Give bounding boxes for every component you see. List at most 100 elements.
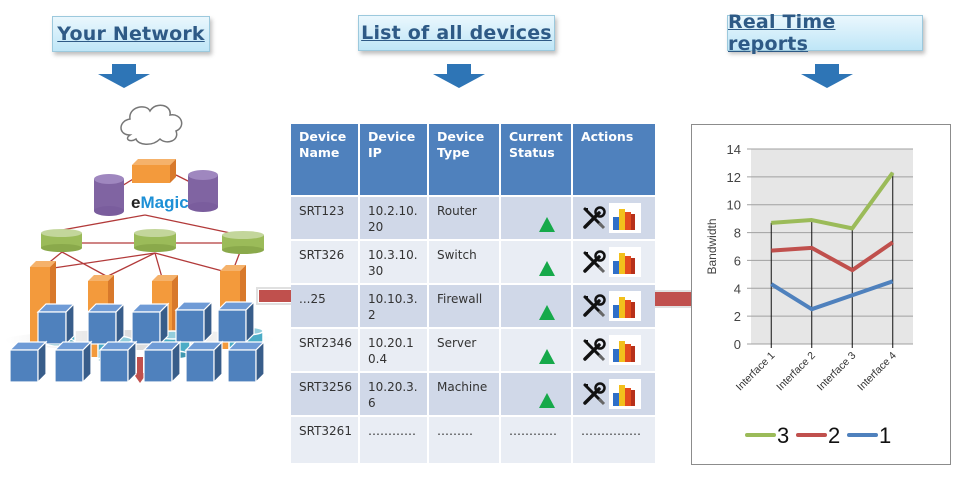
device-ip-cell: 10.2.10.20 xyxy=(359,195,429,240)
endpoint-cube-icon xyxy=(184,340,224,384)
gateway-box-icon xyxy=(132,159,176,183)
endpoint-cube-icon xyxy=(53,340,93,384)
endpoint-cube-icon xyxy=(86,302,126,346)
actions-cell xyxy=(572,327,655,372)
heading-list-of-devices-text: List of all devices xyxy=(361,22,552,44)
database-icon xyxy=(94,174,124,216)
status-cell xyxy=(500,327,573,372)
y-tick-label: 2 xyxy=(734,309,741,324)
endpoint-cube-icon xyxy=(130,302,170,346)
actions-cell xyxy=(572,283,655,328)
database-icon xyxy=(188,170,218,212)
column-header-actions[interactable]: Actions xyxy=(572,124,655,196)
emagic-logo: eMagic xyxy=(131,193,189,212)
actions-cell xyxy=(572,239,655,284)
report-chart-icon[interactable] xyxy=(609,291,641,321)
status-up-icon xyxy=(539,261,555,276)
status-up-icon xyxy=(539,349,555,364)
device-ip-cell: ………… xyxy=(359,415,429,463)
y-tick-label: 10 xyxy=(727,198,741,213)
arrow-down-icon xyxy=(433,64,485,88)
report-chart-icon[interactable] xyxy=(609,247,641,277)
device-type-cell: Server xyxy=(428,327,501,372)
y-tick-label: 12 xyxy=(727,170,741,185)
status-up-icon xyxy=(539,217,555,232)
endpoint-cube-icon xyxy=(8,340,48,384)
heading-real-time-reports-text: Real Time reports xyxy=(728,11,836,55)
device-type-cell: Switch xyxy=(428,239,501,284)
heading-your-network[interactable]: Your Network xyxy=(52,16,210,52)
y-tick-label: 6 xyxy=(734,253,741,268)
legend-label-1: 1 xyxy=(879,423,891,448)
endpoint-cube-icon xyxy=(216,300,256,344)
status-cell: ………… xyxy=(500,415,573,463)
device-name-cell: SRT326 xyxy=(291,239,360,284)
switch-icon xyxy=(134,229,176,252)
report-chart-icon[interactable] xyxy=(609,335,641,365)
legend-label-3: 3 xyxy=(777,423,789,448)
settings-tools-icon[interactable] xyxy=(581,337,607,363)
arrow-down-icon xyxy=(801,64,853,88)
status-cell xyxy=(500,239,573,284)
cloud-icon xyxy=(120,104,183,145)
legend-label-2: 2 xyxy=(828,423,840,448)
settings-tools-icon[interactable] xyxy=(581,249,607,275)
endpoint-cube-icon xyxy=(36,302,76,346)
device-ip-cell: 10.3.10.30 xyxy=(359,239,429,284)
actions-cell xyxy=(572,371,655,416)
endpoint-cube-icon xyxy=(174,300,214,344)
heading-your-network-text: Your Network xyxy=(57,23,205,45)
settings-tools-icon[interactable] xyxy=(581,381,607,407)
endpoint-cube-icon xyxy=(142,340,182,384)
x-tick-label: Interface 2 xyxy=(774,350,818,394)
y-tick-label: 14 xyxy=(727,142,741,157)
settings-tools-icon[interactable] xyxy=(581,205,607,231)
device-name-cell: SRT2346 xyxy=(291,327,360,372)
report-chart-icon[interactable] xyxy=(609,203,641,233)
series-line-3 xyxy=(771,171,895,231)
heading-list-of-devices[interactable]: List of all devices xyxy=(358,15,555,51)
report-chart-icon[interactable] xyxy=(609,379,641,409)
x-tick-label: Interface 1 xyxy=(734,350,778,394)
device-type-cell: Firewall xyxy=(428,283,501,328)
switch-icon xyxy=(41,229,82,252)
settings-tools-icon[interactable] xyxy=(581,293,607,319)
table-row[interactable]: SRT3261………………………………………… xyxy=(291,415,655,463)
y-tick-label: 4 xyxy=(734,281,741,296)
network-links xyxy=(39,174,241,282)
x-tick-label: Interface 4 xyxy=(855,350,899,394)
device-type-cell: Machine xyxy=(428,371,501,416)
device-name-cell: ...25 xyxy=(291,283,360,328)
actions-cell xyxy=(572,195,655,240)
series-line-1 xyxy=(770,279,894,312)
device-ip-cell: 10.10.3.2 xyxy=(359,283,429,328)
actions-cell: …………… xyxy=(572,415,655,463)
device-name-cell: SRT3261 xyxy=(291,415,360,463)
arrow-down-icon xyxy=(98,64,150,88)
status-up-icon xyxy=(539,305,555,320)
device-name-cell: SRT3256 xyxy=(291,371,360,416)
endpoint-cube-icon xyxy=(98,340,138,384)
status-up-icon xyxy=(539,393,555,408)
heading-real-time-reports[interactable]: Real Time reports xyxy=(727,11,923,55)
endpoint-cube-icon xyxy=(226,340,266,384)
status-cell xyxy=(500,195,573,240)
status-cell xyxy=(500,371,573,416)
device-type-cell: Router xyxy=(428,195,501,240)
device-ip-cell: 10.20.3.6 xyxy=(359,371,429,416)
device-type-cell: ……… xyxy=(428,415,501,463)
y-axis-label: Bandwidth xyxy=(705,218,719,274)
